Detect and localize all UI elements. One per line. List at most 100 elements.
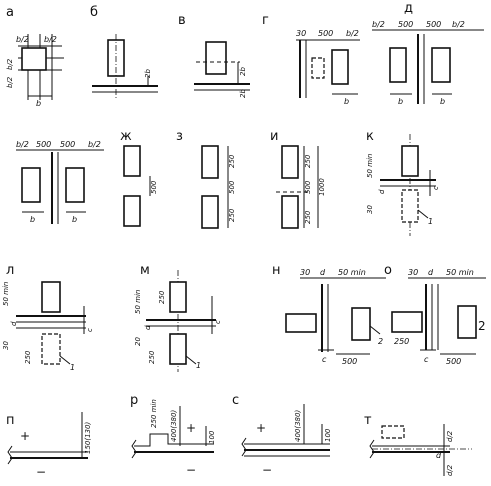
panel-i-dim-2: 500	[304, 180, 312, 194]
panel-g-dim-3: b/2	[346, 29, 359, 38]
panel-b-dim-1: 2b	[144, 69, 152, 78]
panel-i-dim-3: 1000	[318, 178, 326, 196]
panel-g-dim-2: 500	[318, 29, 333, 38]
panel-l-dim-2: d	[10, 321, 18, 326]
panel-r-plus: +	[186, 421, 196, 435]
panel-g-column-dashed	[311, 57, 325, 79]
panel-p-plus: +	[20, 429, 30, 443]
panel-p-dim-1: 150(130)	[84, 422, 92, 454]
panel-v-dim-1: 2b	[239, 67, 247, 76]
panel-d-column-right	[431, 47, 451, 83]
panel-t-column-dashed	[381, 425, 405, 439]
panel-i-dim-1: 250	[304, 154, 312, 168]
panel-b-label: б	[90, 5, 98, 20]
panel-m-dim-6: 250	[148, 350, 156, 364]
panel-o-dim-6: 500	[446, 357, 461, 366]
panel-e-dim-3: 500	[60, 140, 75, 149]
panel-l-dim-3: c	[86, 328, 94, 332]
panel-e-column-right	[65, 167, 85, 203]
panel-n-dim-3: 50 min	[338, 268, 366, 277]
panel-v-dim-2: 2b	[239, 89, 247, 98]
panel-l-column-bottom	[41, 333, 61, 365]
panel-m-column-bottom	[169, 333, 187, 365]
panel-n-column	[351, 307, 371, 341]
panel-a-label: а	[6, 5, 14, 20]
panel-g-dim-4: b	[344, 97, 349, 106]
panel-g-label: г	[262, 13, 269, 28]
panel-o-dim-4: 250	[394, 337, 409, 346]
panel-zh-column-top	[123, 145, 141, 177]
panel-m-dim-3: d	[144, 325, 152, 330]
panel-o-callout-2: 2	[478, 319, 486, 333]
panel-t: т d/2 d d/2	[364, 413, 472, 476]
panel-d: д b/2 500 500 b/2 b b	[372, 1, 484, 106]
panel-l-callout-1: 1	[70, 363, 75, 372]
panel-l-label: л	[6, 263, 14, 278]
panel-s-dim-1: 400(380)	[294, 410, 302, 442]
panel-m-dim-1: 250	[158, 290, 166, 304]
panel-r-dim-3: 100	[208, 430, 216, 444]
panel-a-dim-4: b/2	[6, 76, 14, 88]
panel-p-label: п	[6, 413, 15, 428]
panel-zh-column-bottom	[123, 195, 141, 227]
panel-k-dim-4: c	[432, 186, 440, 190]
panel-i: и 250 500 1000 250	[270, 129, 326, 229]
panel-z-dim-3: 250	[228, 208, 236, 222]
panel-k-dim-1: 50 min	[366, 154, 374, 178]
panel-z-column-top	[201, 145, 219, 179]
panel-zh-label: ж	[120, 129, 132, 144]
panel-o: о 30 d 50 min 250 c 500 2	[384, 263, 486, 366]
panel-b: б 2b	[90, 5, 158, 100]
panel-r-label: р	[130, 393, 138, 408]
panel-m-dim-2: 50 min	[134, 290, 142, 314]
panel-m-column-top	[169, 281, 187, 313]
panel-d-dim-1: b/2	[372, 20, 385, 29]
panel-t-dim-3: d/2	[446, 464, 454, 476]
panel-s-minus: −	[262, 463, 272, 477]
panel-z: з 250 500 250	[176, 129, 236, 229]
panel-k-column-bottom	[401, 189, 419, 223]
panel-e-dim-5: b	[30, 215, 35, 224]
panel-e-column-left	[21, 167, 41, 203]
panel-s-plus: +	[256, 421, 266, 435]
panel-v-column	[205, 41, 227, 75]
panel-p-minus: −	[36, 465, 46, 479]
panel-l-dim-4: 30	[2, 341, 10, 350]
panel-m-dim-5: 20	[134, 337, 142, 346]
panel-n: н 30 d 50 min c 500 2	[272, 263, 386, 366]
panel-g: г 30 500 b/2 b	[262, 13, 360, 106]
panel-m-dim-4: c	[214, 320, 222, 324]
panel-p: п + 150(130) −	[6, 412, 92, 479]
panel-k-dim-2: 30	[366, 205, 374, 214]
panel-e-dim-6: b	[72, 215, 77, 224]
panel-o-dim-3: 50 min	[446, 268, 474, 277]
panel-r-minus: −	[186, 463, 196, 477]
panel-v-label: в	[178, 13, 186, 28]
panel-d-dim-5: b	[398, 97, 403, 106]
panel-z-label: з	[176, 129, 183, 144]
panel-s: с + 400(380) 100 −	[232, 393, 332, 477]
panel-s-dim-2: 100	[324, 428, 332, 442]
panel-r-dim-2: 400(380)	[170, 410, 178, 442]
panel-d-dim-3: 500	[426, 20, 441, 29]
panel-d-dim-4: b/2	[452, 20, 465, 29]
panel-o-label: о	[384, 263, 392, 278]
panel-n-label: н	[272, 263, 281, 278]
panel-i-column-top	[281, 145, 299, 179]
panel-o-dim-1: 30	[408, 268, 418, 277]
panel-r: р 250 min 400(380) 100 + −	[130, 393, 216, 477]
panel-g-column	[331, 49, 349, 85]
panel-d-dim-2: 500	[398, 20, 413, 29]
panel-e-dim-1: b/2	[16, 140, 29, 149]
panel-z-column-bottom	[201, 195, 219, 229]
panel-l-column-top	[41, 281, 61, 313]
panel-o-column	[457, 305, 477, 339]
panel-n-dim-2: d	[320, 268, 326, 277]
panel-d-dim-6: b	[440, 97, 445, 106]
panel-k: к 50 min 30 d c 1	[366, 129, 440, 236]
panel-a-dim-3: b/2	[6, 58, 14, 70]
panel-t-label: т	[364, 413, 372, 428]
panel-n-column-horizontal	[285, 313, 317, 333]
panel-n-callout-2: 2	[378, 337, 383, 346]
